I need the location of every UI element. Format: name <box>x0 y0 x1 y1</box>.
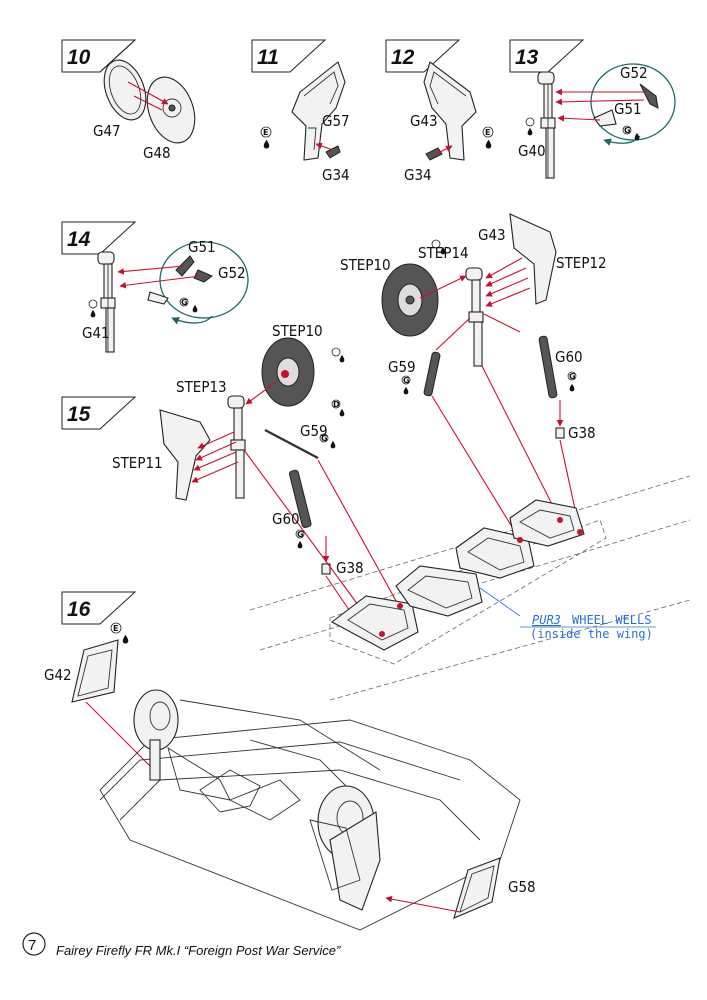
ref-step13: STEP13 <box>176 378 227 396</box>
label-g59: G59 <box>300 422 328 440</box>
label-g57: G57 <box>322 112 350 130</box>
label-g52: G52 <box>620 64 648 82</box>
label-g47: G47 <box>93 122 121 140</box>
wing-outline <box>99 719 521 931</box>
page-number: 7 <box>28 937 36 954</box>
step-13-header: 13 <box>509 39 585 73</box>
part-g51 <box>175 255 195 277</box>
door-g58 <box>453 857 501 919</box>
step-12-drawing: E G43 G34 <box>404 61 494 184</box>
label-g51: G51 <box>614 100 642 118</box>
step-number: 11 <box>257 46 279 69</box>
kit-title: Fairey Firefly FR Mk.I “Foreign Post War… <box>56 943 341 958</box>
step-16-header: 16 <box>61 591 137 625</box>
wheel-wells-note: (inside the wing) <box>530 627 653 641</box>
symbol-g: G <box>321 434 328 443</box>
step-12-header: 12 <box>385 39 461 73</box>
step-number: 13 <box>515 46 539 69</box>
left-leg-assembly: D G G STEP10 STEP13 STEP11 G59 G60 G38 <box>112 322 401 633</box>
part-g52 <box>193 269 213 283</box>
symbol-g: G <box>297 530 304 539</box>
part-g51 <box>593 109 617 127</box>
label-g41: G41 <box>82 324 110 342</box>
step-10-header: 10 <box>61 39 137 73</box>
step-number: 14 <box>67 228 91 251</box>
tyre-g47 <box>103 59 147 121</box>
right-leg-assembly: G G STEP10 STEP14 G43 STEP12 G59 G60 G38 <box>340 213 607 541</box>
ref-step11: STEP11 <box>112 454 163 472</box>
step-number: 12 <box>391 46 415 69</box>
ref-step14: STEP14 <box>418 244 469 262</box>
detail-callout <box>159 241 249 319</box>
symbol-g: G <box>181 298 188 307</box>
label-g40: G40 <box>518 142 546 160</box>
label-g59: G59 <box>388 358 416 376</box>
step-15-header: 15 <box>61 396 137 430</box>
step-10-drawing: G47 G48 <box>93 59 196 162</box>
label-g43: G43 <box>478 226 506 244</box>
symbol-g: G <box>569 372 576 381</box>
label-g48: G48 <box>143 144 171 162</box>
step-14-header: 14 <box>61 221 137 255</box>
part-g34 <box>325 145 341 159</box>
part-g60 <box>288 469 312 528</box>
label-g43: G43 <box>410 112 438 130</box>
cover-step12 <box>509 213 557 305</box>
wheel-wells-code: PUR3 <box>532 613 561 627</box>
wheel-well-left <box>330 595 419 651</box>
part-g59 <box>423 351 441 397</box>
label-g52: G52 <box>218 264 246 282</box>
part-g38 <box>555 427 565 439</box>
step-number: 15 <box>67 403 91 426</box>
page-number-circle <box>22 932 46 956</box>
leg-cover-g57 <box>291 61 346 161</box>
step-number: 16 <box>67 598 91 621</box>
step-13-drawing: G40 G G52 G51 <box>518 63 676 179</box>
wheel-wells-label: WHEEL WELLS <box>572 613 651 627</box>
ref-step10: STEP10 <box>272 322 323 340</box>
label-g38: G38 <box>568 424 596 442</box>
label-g42: G42 <box>44 666 72 684</box>
symbol-d: D <box>333 400 340 409</box>
label-g34: G34 <box>322 166 350 184</box>
step-11-drawing: E G57 G34 <box>260 61 350 184</box>
footer: 7 Fairey Firefly FR Mk.I “Foreign Post W… <box>22 932 341 958</box>
label-g51: G51 <box>188 238 216 256</box>
wheel-well-center <box>395 565 483 617</box>
symbol-g: G <box>624 126 631 135</box>
symbol-e: E <box>263 128 268 137</box>
ref-step10: STEP10 <box>340 256 391 274</box>
symbol-e: E <box>113 624 118 633</box>
step-16-drawing: E G42 G58 <box>44 622 536 931</box>
part-g52 <box>639 83 659 109</box>
label-g58: G58 <box>508 878 536 896</box>
wheel-wells-structure: PUR3 WHEEL WELLS (inside the wing) <box>249 475 691 701</box>
label-g34: G34 <box>404 166 432 184</box>
symbol-e: E <box>485 128 490 137</box>
leg-cover-g43 <box>423 61 477 161</box>
door-g42 <box>71 639 119 703</box>
cover-step11 <box>159 409 211 501</box>
label-g60: G60 <box>272 510 300 528</box>
label-g38: G38 <box>336 559 364 577</box>
ref-step12: STEP12 <box>556 254 607 272</box>
symbol-g: G <box>403 376 410 385</box>
part-g34 <box>425 147 443 161</box>
detail-callout <box>590 63 676 141</box>
step-number: 10 <box>67 46 91 69</box>
label-g60: G60 <box>555 348 583 366</box>
step-11-header: 11 <box>251 39 327 73</box>
part-g38 <box>321 563 331 575</box>
step-14-drawing: G41 G G51 G52 <box>82 238 249 353</box>
part-g60 <box>538 335 558 399</box>
